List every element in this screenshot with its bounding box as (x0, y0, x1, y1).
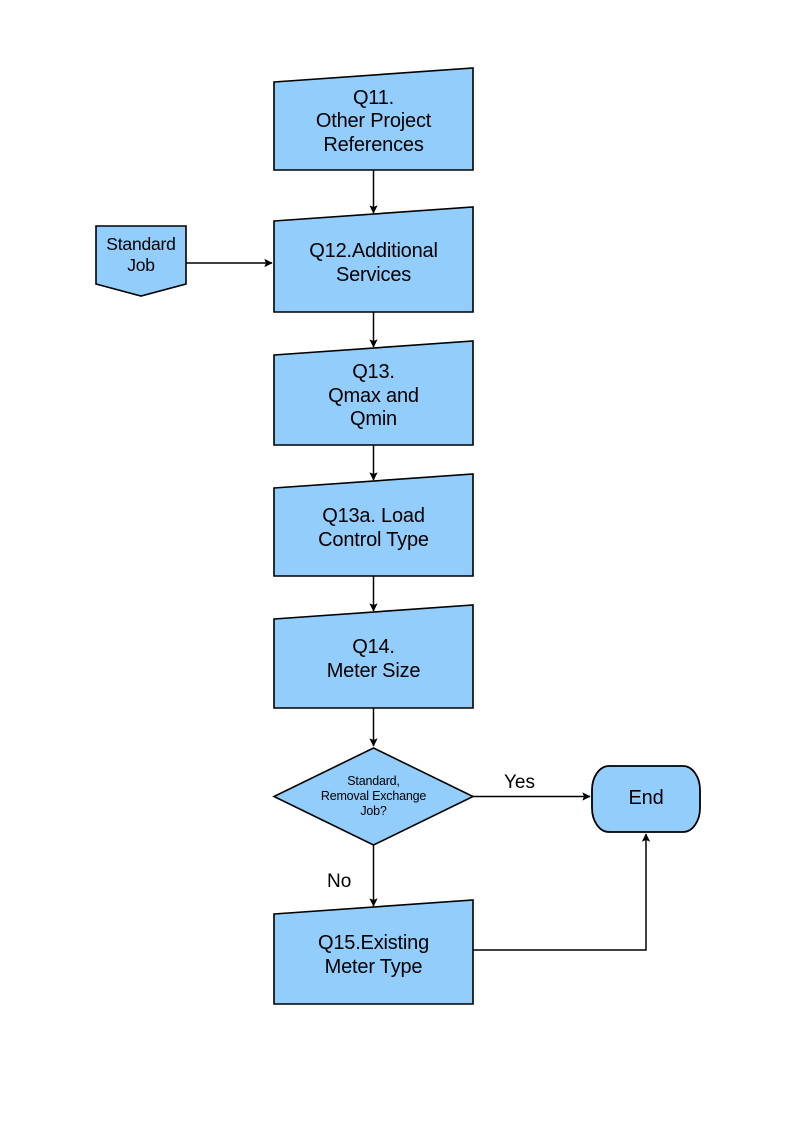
node-end-shape[interactable] (591, 765, 701, 833)
edge-q15-to-end (473, 833, 651, 951)
node-q13-shape[interactable] (273, 340, 474, 446)
node-standard-job-shape[interactable] (95, 225, 187, 297)
node-q13a-shape[interactable] (273, 473, 474, 577)
node-q15-shape[interactable] (273, 899, 474, 1005)
node-q11-shape[interactable] (273, 67, 474, 171)
edge-label-yes: Yes (504, 772, 535, 793)
node-q12-shape[interactable] (273, 206, 474, 313)
node-q14-shape[interactable] (273, 604, 474, 709)
edge-label-no: No (327, 871, 352, 892)
node-decision-shape[interactable] (272, 747, 475, 846)
